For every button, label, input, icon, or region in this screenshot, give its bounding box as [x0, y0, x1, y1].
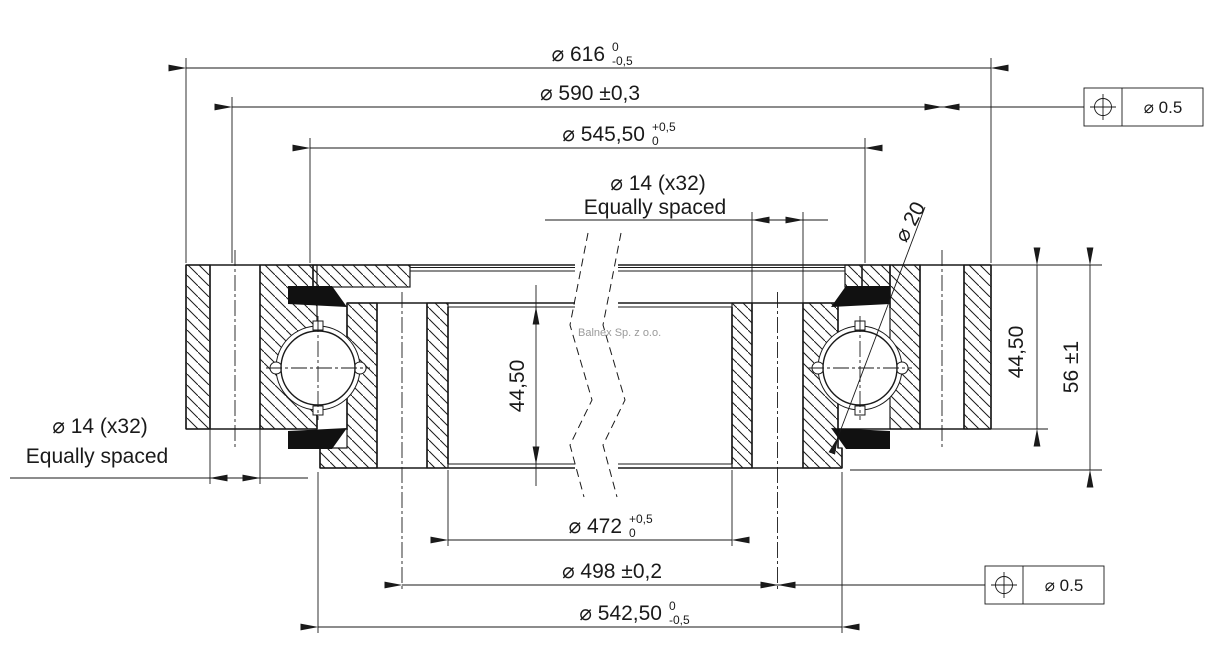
dim-outer-holes-line1: ⌀ 14 (x32): [52, 415, 148, 438]
dim-outer-diameter: ⌀ 616: [551, 43, 605, 66]
dim-outer-spigot-tol-bottom: 0: [652, 134, 659, 148]
dim-inner-ring-height: 44,50: [506, 360, 529, 413]
left-ball-raceway: [266, 316, 370, 420]
left-top-seal: [288, 286, 347, 307]
dim-inner-holes-line1: ⌀ 14 (x32): [610, 172, 706, 195]
dim-inner-holes-line2: Equally spaced: [584, 196, 726, 219]
dim-bore: ⌀ 472: [568, 515, 622, 538]
position-tolerance-icon: [991, 572, 1017, 598]
dim-outer-bolt-circle: ⌀ 590 ±0,3: [540, 82, 640, 105]
dim-total-height: 56 ±1: [1060, 341, 1083, 393]
dim-outer-diameter-tol-top: 0: [612, 40, 619, 54]
dim-outer-ring-height: 44,50: [1005, 326, 1028, 379]
right-ball-raceway: [808, 316, 912, 420]
dimension-labels: ⌀ 616 0 -0,5 ⌀ 590 ±0,3 ⌀ 545,50 +0,5 0 …: [26, 40, 1083, 627]
dim-inner-spigot-tol-top: 0: [669, 599, 676, 613]
centerlines: [234, 250, 943, 592]
dim-outer-holes-line2: Equally spaced: [26, 445, 168, 468]
gdt-frame-top: ⌀ 0.5: [1083, 87, 1204, 127]
dim-inner-spigot: ⌀ 542,50: [579, 602, 662, 625]
gdt-bottom-value: ⌀ 0.5: [1045, 576, 1084, 595]
position-tolerance-icon: [1090, 94, 1116, 120]
seals: [288, 286, 890, 449]
right-top-seal: [831, 286, 890, 307]
watermark: Balnex Sp. z o.o.: [578, 327, 661, 339]
break-lines: [569, 232, 626, 498]
dim-bore-tol-bottom: 0: [629, 526, 636, 540]
body-outline: [185, 264, 992, 469]
dim-outer-diameter-tol-bottom: -0,5: [612, 54, 633, 68]
left-bottom-seal: [288, 428, 347, 449]
dim-ball-diameter: ⌀ 20: [890, 198, 930, 246]
gdt-frame-bottom: ⌀ 0.5: [984, 565, 1105, 605]
dim-outer-spigot: ⌀ 545,50: [562, 123, 645, 146]
dim-outer-spigot-tol-top: +0,5: [652, 120, 676, 134]
dim-bore-tol-top: +0,5: [629, 512, 653, 526]
gdt-top-value: ⌀ 0.5: [1144, 98, 1183, 117]
dim-inner-bolt-circle: ⌀ 498 ±0,2: [562, 560, 662, 583]
right-bottom-seal: [831, 428, 890, 449]
extension-lines: [185, 58, 1102, 633]
dim-inner-spigot-tol-bottom: -0,5: [669, 613, 690, 627]
dimension-lines: [10, 64, 1094, 631]
